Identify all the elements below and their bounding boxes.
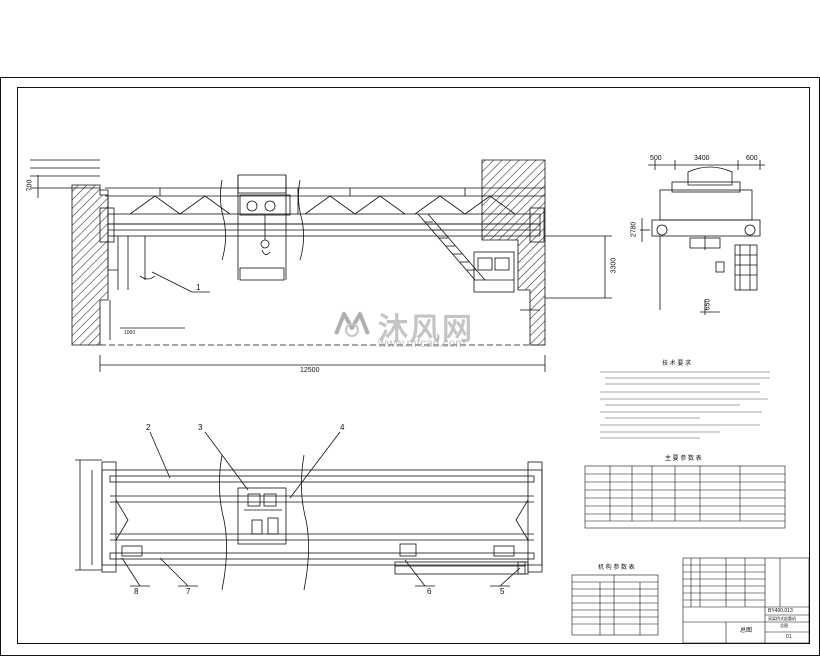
tech-notes-title: 技 术 要 求	[662, 361, 692, 367]
watermark-cn: 沐风网	[378, 312, 474, 347]
callout-6: 6	[427, 587, 432, 596]
plan-view	[75, 431, 543, 591]
callout-7: 7	[186, 587, 191, 596]
watermark-url: www.mfcad.com	[378, 336, 466, 350]
side-width-2: 3400	[694, 155, 710, 162]
side-bottom-dimension: 650	[704, 298, 712, 311]
mfcad-logo-icon	[334, 312, 370, 337]
side-view	[640, 160, 765, 315]
drawing-name-1: 双梁桥式起重机	[768, 616, 796, 621]
left-offset-dimension: 1000	[124, 330, 136, 336]
side-width-1: 500	[650, 155, 662, 162]
left-wall-hatch	[71, 184, 109, 346]
drawing-scale: 01	[786, 634, 792, 640]
top-height-dimension: 700	[26, 179, 34, 192]
side-width-3: 600	[746, 155, 758, 162]
outer-frame	[0, 77, 820, 656]
drawing-number: BY400.013	[768, 608, 793, 614]
callout-3: 3	[198, 423, 203, 432]
drawing-name-2: 总图	[780, 623, 788, 628]
callout-1: 1	[196, 283, 201, 292]
callout-2: 2	[146, 423, 151, 432]
callout-5: 5	[500, 587, 505, 596]
tech-notes-lines	[600, 371, 770, 439]
hook-height-dimension: 3300	[610, 257, 618, 274]
watermark: 沐风网 www.mfcad.com	[330, 302, 500, 352]
inner-frame	[17, 87, 810, 644]
small-parameter-table	[571, 574, 659, 636]
small-table-title: 机 构 参 数 表	[598, 565, 635, 571]
main-table-title: 主 要 参 数 表	[665, 456, 702, 462]
elevation-view	[30, 159, 612, 372]
callout-8: 8	[134, 587, 139, 596]
side-height-dimension: 2780	[630, 221, 638, 238]
right-wall-hatch	[481, 159, 546, 346]
title-block-label: 总图	[740, 628, 753, 634]
span-dimension: 12500	[300, 367, 320, 374]
title-block-grid	[682, 557, 810, 644]
main-parameter-table	[584, 465, 786, 529]
callout-4: 4	[340, 423, 345, 432]
